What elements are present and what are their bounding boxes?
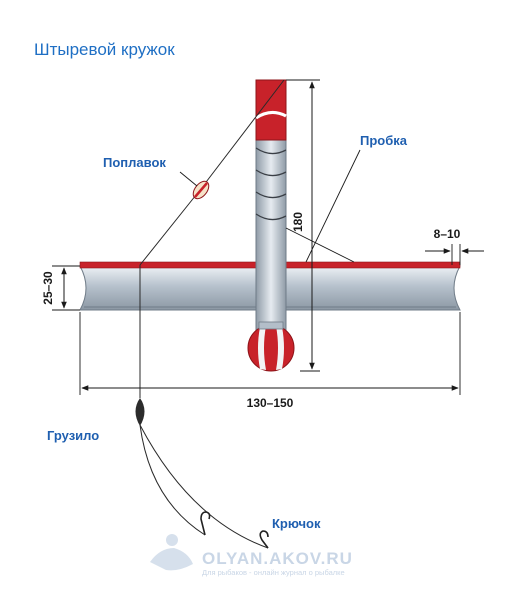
fishing-line (139, 79, 285, 549)
watermark: OLYAN.AKOV.RU Для рыбаков - онлайн журна… (150, 534, 353, 577)
watermark-tagline: Для рыбаков - онлайн журнал о рыбалке (202, 568, 345, 577)
diameter-value: 130–150 (247, 396, 294, 410)
thickness-value: 25–30 (41, 271, 55, 305)
float-leader-line (179, 171, 198, 187)
float-label: Поплавок (103, 155, 166, 170)
cork-label: Пробка (360, 133, 408, 148)
hook-label: Крючок (272, 516, 321, 531)
dimension-thickness: 25–30 (41, 265, 80, 311)
hook-right-icon (259, 530, 269, 549)
page-title: Штыревой кружок (34, 40, 175, 59)
sinker-label: Грузило (47, 428, 99, 443)
fish-logo-icon (150, 548, 193, 571)
sinker (135, 398, 145, 426)
pin (255, 79, 287, 334)
cork-leader-line (305, 149, 361, 263)
dimension-rim: 8–10 (425, 227, 484, 265)
cork-ball (247, 321, 295, 372)
height-value: 180 (291, 212, 305, 232)
dimension-diameter: 130–150 (79, 312, 461, 410)
hook-left-icon (200, 511, 211, 536)
dimension-height: 180 (286, 79, 320, 372)
rim-value: 8–10 (434, 227, 461, 241)
watermark-site: OLYAN.AKOV.RU (202, 549, 353, 568)
cork-leader-line-2 (285, 227, 355, 263)
